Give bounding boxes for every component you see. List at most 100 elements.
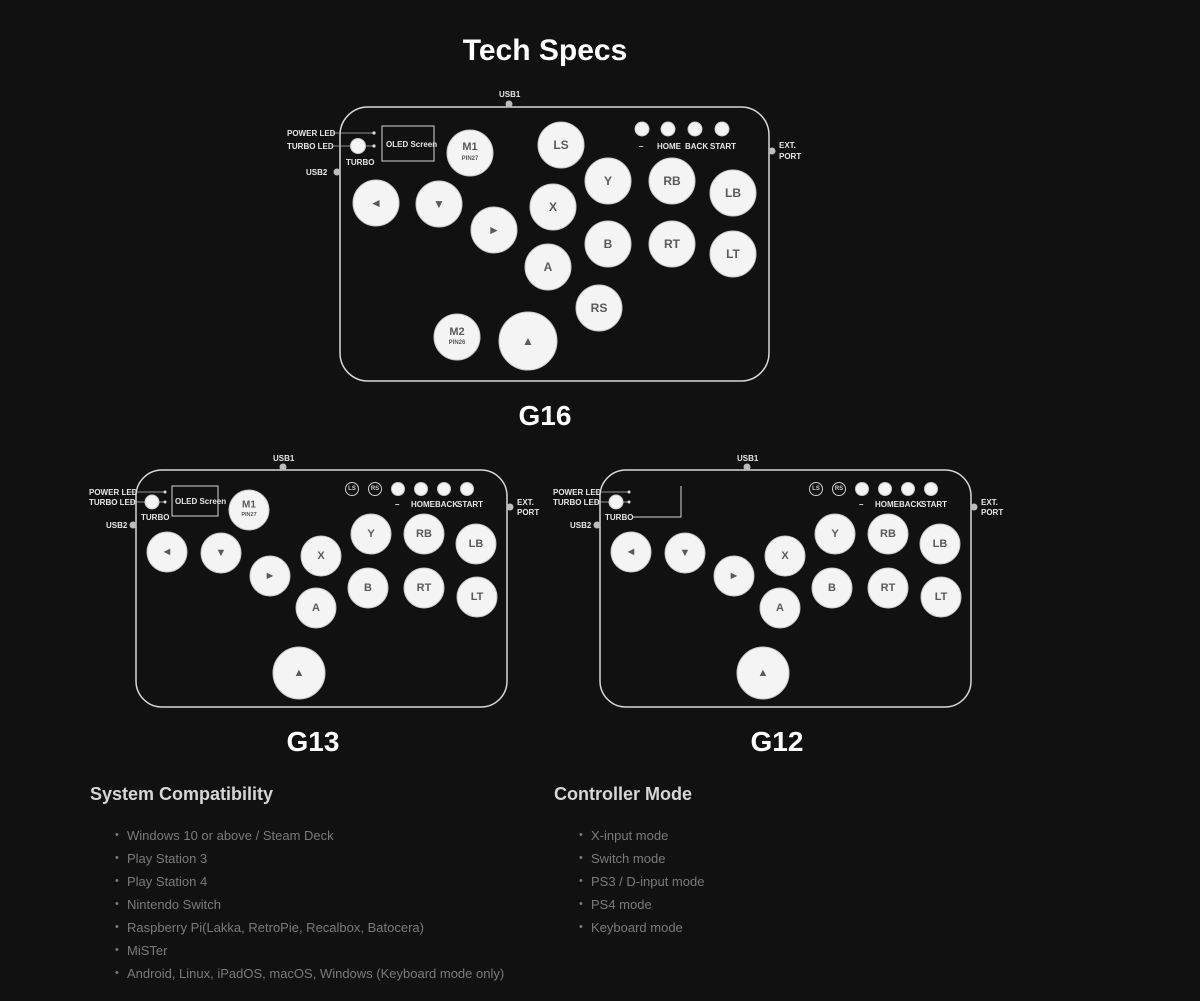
g12-a-button[interactable] [759,587,801,629]
g12-start-label: START [921,500,947,509]
g16-ext-port-label: EXT. [779,141,796,150]
g16-turbo-led-label: TURBO LED [287,142,334,151]
g13-x-button[interactable] [300,535,342,577]
g13-power-led-label: POWER LED [89,488,138,497]
g13-usb2-label: USB2 [106,521,128,530]
list-item: Switch mode [579,847,704,870]
g16-m1-button[interactable] [446,129,494,177]
list-item: Keyboard mode [579,916,704,939]
g12-up-button[interactable] [736,646,790,700]
g12-b-button[interactable] [811,567,853,609]
g12-y-label: Y [831,528,839,540]
g12-back-label: BACK [899,500,922,509]
g12-lb-button[interactable] [919,523,961,565]
g12-model-label: G12 [750,726,804,757]
g12-turbo-button[interactable] [608,494,624,510]
g12-right-button[interactable] [713,555,755,597]
g12-x-button[interactable] [764,535,806,577]
g12-power-led-label: POWER LED [553,488,602,497]
g12-home-button[interactable] [878,482,892,496]
g13-y-button[interactable] [350,513,392,555]
g13-m1-sub: PIN27 [241,512,256,518]
list-item: Raspberry Pi(Lakka, RetroPie, Recalbox, … [115,916,504,939]
g13-a-button[interactable] [295,587,337,629]
list-item: X-input mode [579,824,704,847]
g12-usb1-label: USB1 [737,454,759,463]
g16-a-label: A [544,260,553,274]
g12-turbo-led-label: TURBO LED [553,498,600,507]
g13-back-label: BACK [435,500,458,509]
g16-y-button[interactable] [584,157,632,205]
g13-left-button[interactable] [146,531,188,573]
g16-m2-button[interactable] [433,313,481,361]
g13-down-button[interactable] [200,532,242,574]
g12-start-button[interactable] [924,482,938,496]
g13-home-button[interactable] [414,482,428,496]
g12-down-button[interactable] [664,532,706,574]
g12-lb-label: LB [933,538,948,550]
g12-ext-port-label-2: PORT [981,508,1003,517]
g16-m1-label: M1 [462,141,477,153]
g16-turbo-led [372,144,376,148]
g16-right-button[interactable] [470,206,518,254]
g13-power-led [163,490,167,494]
g13-rs-button[interactable] [368,482,382,496]
g16-rb-button[interactable] [648,157,696,205]
g16-x-button[interactable] [529,183,577,231]
g16-y-label: Y [604,174,612,188]
g13-start-button[interactable] [460,482,474,496]
g16-rs-button[interactable] [575,284,623,332]
g16-a-button[interactable] [524,243,572,291]
g16-power-led-label: POWER LED [287,129,336,138]
g16-left-button[interactable] [352,179,400,227]
g12-ls-button[interactable] [809,482,823,496]
g13-lb-button[interactable] [455,523,497,565]
g16-lb-button[interactable] [709,169,757,217]
g13-b-button[interactable] [347,567,389,609]
g16-power-led [372,131,376,135]
g13-ls-label: LS [348,486,356,492]
g13-lt-button[interactable] [456,576,498,618]
g13-model-label: G13 [286,726,340,757]
g16-ls-button[interactable] [537,121,585,169]
g12-back-button[interactable] [901,482,915,496]
g13-rt-label: RT [417,582,432,594]
g16-up-button[interactable] [498,311,558,371]
g12-minus-button[interactable] [855,482,869,496]
g13-oled-label: OLED Screen [175,497,226,506]
g13-m1-button[interactable] [228,489,270,531]
g13-ext-port-label: EXT. [517,498,534,507]
g13-rb-button[interactable] [403,513,445,555]
g12-down-label: ▼ [680,547,691,559]
g13-up-button[interactable] [272,646,326,700]
g16-back-button[interactable] [687,121,703,137]
system-compatibility-list: Windows 10 or above / Steam Deck Play St… [115,824,504,985]
g12-y-button[interactable] [814,513,856,555]
g16-home-button[interactable] [660,121,676,137]
g13-back-button[interactable] [437,482,451,496]
g12-lt-button[interactable] [920,576,962,618]
g16-minus-button[interactable] [634,121,650,137]
list-item: Play Station 4 [115,870,504,893]
g12-usb2-label: USB2 [570,521,592,530]
g12-rt-button[interactable] [867,567,909,609]
g16-lb-label: LB [725,186,741,200]
g12-rs-button[interactable] [832,482,846,496]
g16-rs-label: RS [591,301,608,315]
g16-rt-button[interactable] [648,220,696,268]
g16-start-button[interactable] [714,121,730,137]
g16-turbo-button[interactable] [350,138,366,154]
g13-turbo-button[interactable] [144,494,160,510]
g13-start-label: START [457,500,483,509]
g13-minus-button[interactable] [391,482,405,496]
g16-lt-button[interactable] [709,230,757,278]
g12-x-label: X [781,550,789,562]
g16-m2-label: M2 [449,326,464,338]
g16-down-button[interactable] [415,180,463,228]
g13-rt-button[interactable] [403,567,445,609]
g12-rb-button[interactable] [867,513,909,555]
g13-ls-button[interactable] [345,482,359,496]
g12-left-button[interactable] [610,531,652,573]
g13-right-button[interactable] [249,555,291,597]
g16-b-button[interactable] [584,220,632,268]
